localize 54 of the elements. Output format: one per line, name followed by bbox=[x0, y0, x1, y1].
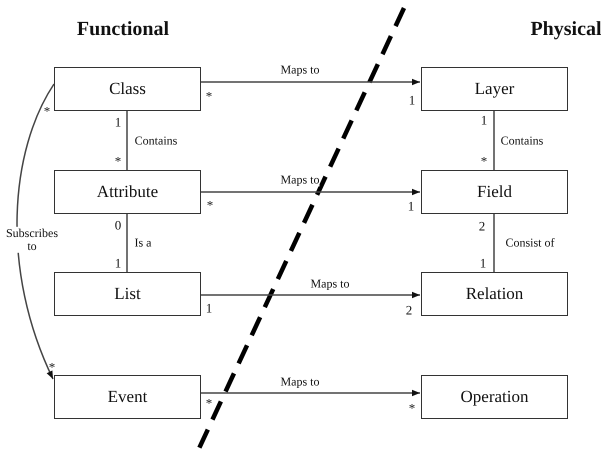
multiplicity-label: 0 bbox=[114, 218, 122, 232]
multiplicity-label: 1 bbox=[480, 256, 486, 270]
connector bbox=[126, 214, 128, 272]
class-name: Class bbox=[109, 79, 146, 99]
class-box bbox=[421, 272, 568, 316]
multiplicity-label: * bbox=[114, 154, 122, 168]
multiplicity-label: 2 bbox=[478, 220, 486, 232]
class-box bbox=[421, 170, 568, 214]
class-name: Attribute bbox=[96, 182, 158, 202]
connector bbox=[126, 111, 128, 170]
edge-label: Subscribes to bbox=[6, 226, 58, 254]
class-box bbox=[54, 67, 201, 111]
edge-label: Contains bbox=[500, 134, 544, 148]
multiplicity-label: * bbox=[44, 104, 50, 118]
class-name: Relation bbox=[466, 284, 524, 304]
connector bbox=[493, 214, 495, 272]
class-box bbox=[421, 67, 568, 111]
multiplicity-label: * bbox=[480, 154, 488, 168]
edge-label: Consist of bbox=[506, 236, 554, 250]
edge-label: Is a bbox=[134, 236, 152, 250]
class-name: Field bbox=[477, 182, 512, 202]
class-name: List bbox=[114, 284, 141, 304]
multiplicity-label: * bbox=[206, 396, 212, 410]
multiplicity-label: * bbox=[48, 360, 56, 374]
multiplicity-label: * bbox=[408, 402, 416, 414]
class-box bbox=[421, 375, 568, 419]
class-name: Layer bbox=[474, 79, 514, 99]
class-name: Event bbox=[108, 387, 148, 407]
class-box bbox=[54, 272, 201, 316]
class-box bbox=[54, 375, 201, 419]
multiplicity-label: 1 bbox=[480, 114, 488, 126]
multiplicity-label: 1 bbox=[408, 94, 416, 106]
connector bbox=[201, 292, 420, 298]
edge-label: Maps to bbox=[280, 173, 320, 187]
multiplicity-label: * bbox=[206, 90, 212, 102]
section-heading: Functional bbox=[76, 19, 170, 39]
multiplicity-label: 2 bbox=[406, 304, 412, 316]
multiplicity-label: 1 bbox=[408, 200, 414, 212]
multiplicity-label: 1 bbox=[114, 256, 122, 270]
connector bbox=[201, 78, 420, 86]
edge-label: Maps to bbox=[280, 375, 320, 389]
multiplicity-label: * bbox=[206, 198, 214, 212]
connector bbox=[16, 84, 55, 380]
edge-label: Maps to bbox=[280, 63, 320, 77]
edge-label: Contains bbox=[134, 134, 178, 148]
edge-label: Maps to bbox=[310, 277, 350, 291]
class-name: Operation bbox=[460, 387, 528, 407]
connector bbox=[201, 390, 420, 396]
connector bbox=[493, 111, 495, 170]
multiplicity-label: 1 bbox=[206, 302, 212, 314]
class-box bbox=[54, 170, 201, 214]
multiplicity-label: 1 bbox=[114, 116, 122, 128]
connector bbox=[201, 188, 420, 196]
section-heading: Physical bbox=[530, 19, 601, 39]
